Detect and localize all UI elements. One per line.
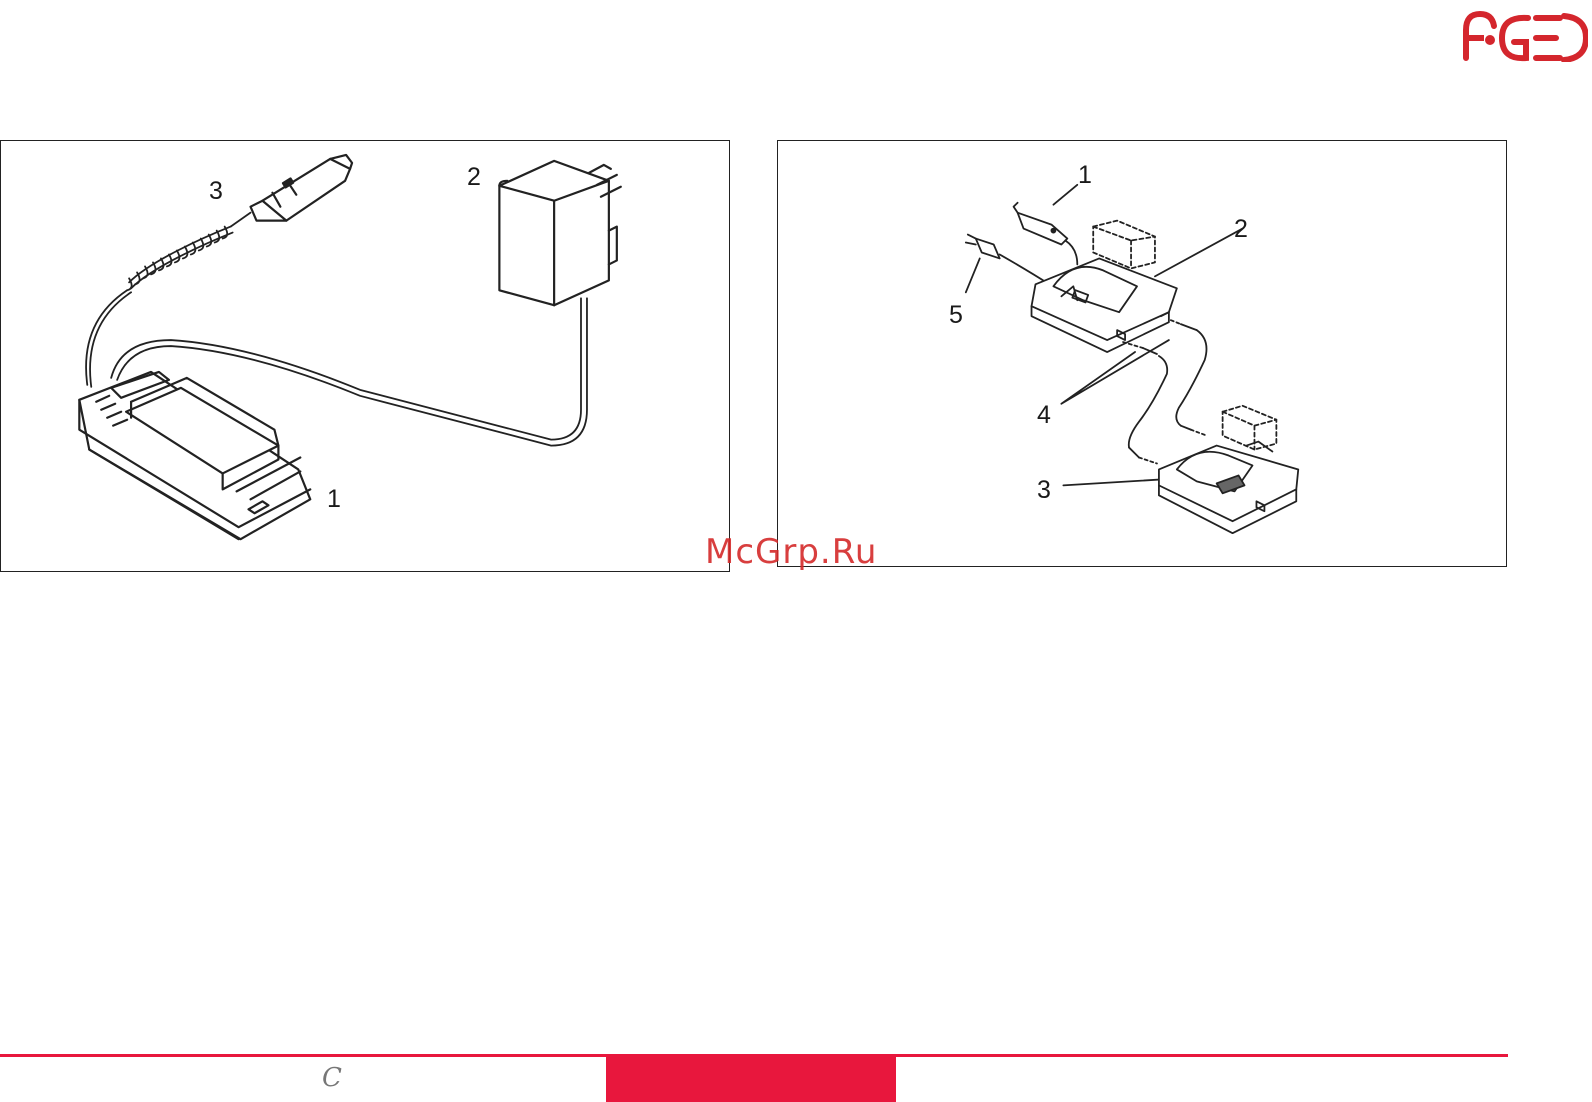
- watermark-text: McGrp.Ru: [705, 532, 877, 572]
- mains-plug-small-drawing: [966, 235, 1050, 285]
- car-plug-drawing: [251, 155, 353, 221]
- footer-accent-block: [606, 1054, 896, 1102]
- figure-charger-set-right: 1 2 5 4 3: [777, 140, 1507, 567]
- callout-3: 3: [209, 179, 223, 204]
- callout-2: 2: [1234, 217, 1248, 242]
- callout-3: 3: [1037, 478, 1051, 503]
- charger-illustration: [1, 141, 729, 571]
- leader-2: [1155, 229, 1243, 277]
- coiled-cord-drawing: [86, 213, 250, 387]
- charger-top-drawing: [1032, 258, 1177, 352]
- brand-logo: [1462, 6, 1588, 62]
- callout-4: 4: [1037, 403, 1051, 428]
- footer-mark: C: [322, 1063, 342, 1093]
- leader-5: [966, 258, 980, 292]
- charger-base-drawing: [79, 372, 310, 539]
- charger-bottom-drawing: [1159, 442, 1298, 534]
- figure-charger-set-left: 3 2 1: [0, 140, 730, 572]
- leader-4: [1061, 340, 1168, 404]
- callout-1: 1: [1078, 163, 1092, 188]
- dual-charger-illustration: [778, 141, 1506, 566]
- callout-2: 2: [467, 165, 481, 190]
- car-plug-small-drawing: [1014, 203, 1078, 265]
- aged-logo-graphic: [1462, 6, 1588, 62]
- callout-5: 5: [949, 303, 963, 328]
- leader-1: [1053, 185, 1077, 205]
- callout-1: 1: [327, 487, 341, 512]
- mains-adapter-drawing: [499, 161, 620, 305]
